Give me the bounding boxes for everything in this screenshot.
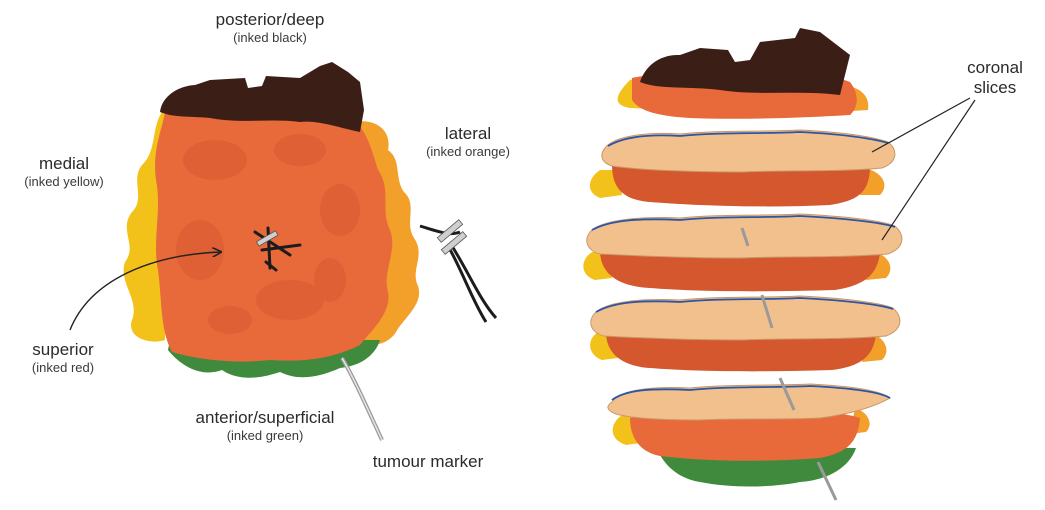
posterior-title: posterior/deep — [180, 10, 360, 30]
lateral-title: lateral — [398, 124, 538, 144]
superior-label: superior (inked red) — [8, 340, 118, 376]
posterior-sub: (inked black) — [180, 30, 360, 46]
whole-specimen — [70, 62, 496, 440]
tumour-marker-label: tumour marker — [348, 452, 508, 472]
lateral-sub: (inked orange) — [398, 144, 538, 160]
lateral-clip — [420, 220, 496, 322]
coronal-line2: slices — [945, 78, 1045, 98]
superior-title: superior — [8, 340, 118, 360]
medial-label: medial (inked yellow) — [0, 154, 128, 190]
lateral-label: lateral (inked orange) — [398, 124, 538, 160]
coronal-slices-stack — [583, 28, 975, 500]
anterior-title: anterior/superficial — [150, 408, 380, 428]
anterior-sub: (inked green) — [150, 428, 380, 444]
coronal-label: coronal slices — [945, 58, 1045, 98]
coronal-slice-1 — [590, 130, 895, 206]
coronal-line1: coronal — [945, 58, 1045, 78]
tumour-marker-title: tumour marker — [348, 452, 508, 472]
slice-top-cap — [618, 28, 869, 119]
anterior-label: anterior/superficial (inked green) — [150, 408, 380, 444]
superior-sub: (inked red) — [8, 360, 118, 376]
medial-sub: (inked yellow) — [0, 174, 128, 190]
coronal-slice-2 — [583, 214, 902, 291]
coronal-slice-4 — [608, 384, 890, 487]
coronal-slice-3 — [590, 296, 900, 371]
coronal-pointer-1 — [872, 98, 970, 152]
posterior-label: posterior/deep (inked black) — [180, 10, 360, 46]
medial-title: medial — [0, 154, 128, 174]
